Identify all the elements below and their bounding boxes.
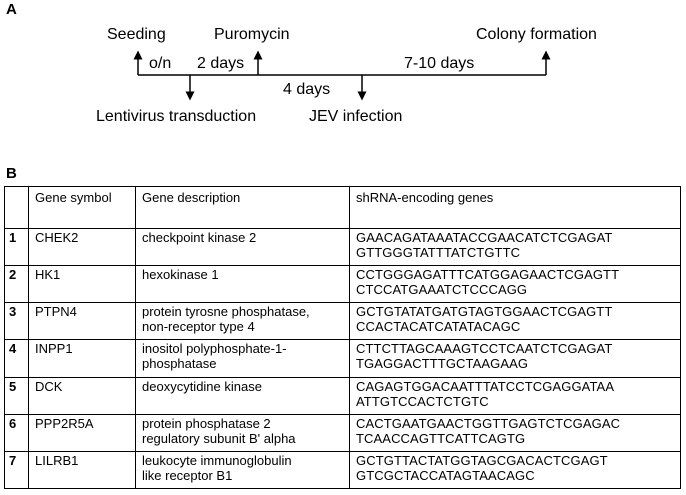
gene-symbol: CHEK2 — [28, 227, 136, 267]
stage-colony-formation: Colony formation — [476, 26, 597, 43]
sequence-line: CAGAGTGGACAATTTATCCTCGAGGATAA — [356, 378, 615, 394]
gene-description: checkpoint kinase 2 — [135, 227, 350, 267]
row-number: 3 — [4, 302, 29, 341]
duration-overnight: o/n — [149, 55, 172, 72]
row-number: 6 — [4, 413, 29, 452]
sequence-line: TCAACCAGTTCATTCAGTG — [356, 430, 526, 446]
gene-description-line: deoxycytidine kinase — [142, 378, 262, 394]
gene-description-line: regulatory subunit B' alpha — [142, 430, 296, 446]
table-row: 2 HK1 hexokinase 1 CCTGGGAGATTTCATGGAGAA… — [4, 265, 681, 304]
gene-description-line: hexokinase 1 — [142, 267, 219, 283]
gene-symbol: PPP2R5A — [28, 413, 136, 452]
stage-jev-infection: JEV infection — [309, 108, 403, 125]
table-row: 1 CHEK2 checkpoint kinase 2 GAACAGATAAAT… — [4, 227, 681, 267]
gene-description: protein tyrosne phosphatase,non-receptor… — [135, 302, 350, 341]
row-number: 1 — [4, 227, 29, 267]
shrna-gene-table: Gene symbol Gene description shRNA-encod… — [4, 186, 681, 490]
gene-description-line: phosphatase — [142, 356, 217, 372]
sequence-line: GAACAGATAAATACCGAACATCTCGAGAT — [356, 230, 613, 245]
gene-description: inositol polyphosphate-1-phosphatase — [135, 339, 350, 378]
header-gene-description: Gene description — [135, 186, 350, 229]
gene-description-line: like receptor B1 — [142, 467, 233, 483]
sequence-line: ATTGTCCACTCTGTC — [356, 393, 489, 409]
sequence-line: CCTGGGAGATTTCATGGAGAACTCGAGTT — [356, 267, 620, 283]
header-shrna-genes: shRNA-encoding genes — [349, 186, 681, 229]
gene-description-line: protein phosphatase 2 — [142, 415, 271, 431]
panel-a-label: A — [6, 1, 17, 18]
row-number: 4 — [4, 339, 29, 378]
sequence-line: CTCCATGAAATCTCCCAGG — [356, 282, 528, 298]
sequence-line: GCTGTATATGATGTAGTGGAACTCGAGTT — [356, 304, 613, 320]
sequence-line: CACTGAATGAACTGGTTGAGTCTCGAGAC — [356, 415, 621, 431]
gene-symbol: PTPN4 — [28, 302, 136, 341]
sequence-line: GTCGCTACCATAGTAACAGC — [356, 467, 535, 483]
stage-seeding: Seeding — [107, 26, 166, 43]
gene-symbol: HK1 — [28, 265, 136, 304]
sequence-line: GCTGTTACTATGGTAGCGACACTCGAGT — [356, 452, 608, 468]
row-number: 5 — [4, 376, 29, 415]
stage-lentivirus-transduction: Lentivirus transduction — [96, 108, 257, 125]
sequence-line: GTTGGGTATTTATCTGTTC — [356, 245, 521, 260]
gene-description-line: inositol polyphosphate-1- — [142, 341, 287, 357]
gene-description-line: protein tyrosne phosphatase, — [142, 304, 310, 320]
timeline-diagram — [133, 50, 551, 101]
table-header-row: Gene symbol Gene description shRNA-encod… — [4, 186, 681, 229]
gene-description-line: checkpoint kinase 2 — [142, 230, 257, 245]
duration-2-days: 2 days — [197, 55, 245, 72]
duration-7-10-days: 7-10 days — [404, 55, 475, 72]
duration-4-days: 4 days — [283, 81, 331, 98]
gene-description-line: leukocyte immunoglobulin — [142, 452, 292, 468]
gene-symbol: LILRB1 — [28, 450, 136, 490]
row-number: 7 — [4, 450, 29, 490]
table-row: 3 PTPN4 protein tyrosne phosphatase,non-… — [4, 302, 681, 341]
row-number: 2 — [4, 265, 29, 304]
stage-puromycin: Puromycin — [214, 26, 290, 43]
gene-description-line: non-receptor type 4 — [142, 319, 255, 335]
gene-symbol: DCK — [28, 376, 136, 415]
panel-b-label: B — [6, 165, 17, 182]
header-index — [4, 186, 29, 229]
gene-description: hexokinase 1 — [135, 265, 350, 304]
table-row: 4 INPP1 inositol polyphosphate-1-phospha… — [4, 339, 681, 378]
gene-symbol: INPP1 — [28, 339, 136, 378]
sequence-line: CTTCTTAGCAAAGTCCTCAATCTCGAGAT — [356, 341, 613, 357]
sequence-line: TGAGGACTTTGCTAAGAAG — [356, 356, 529, 372]
header-gene-symbol: Gene symbol — [28, 186, 136, 229]
sequence-line: CCACTACATCATATACAGC — [356, 319, 521, 335]
table-row: 5 DCK deoxycytidine kinase CAGAGTGGACAAT… — [4, 376, 681, 415]
gene-description: deoxycytidine kinase — [135, 376, 350, 415]
